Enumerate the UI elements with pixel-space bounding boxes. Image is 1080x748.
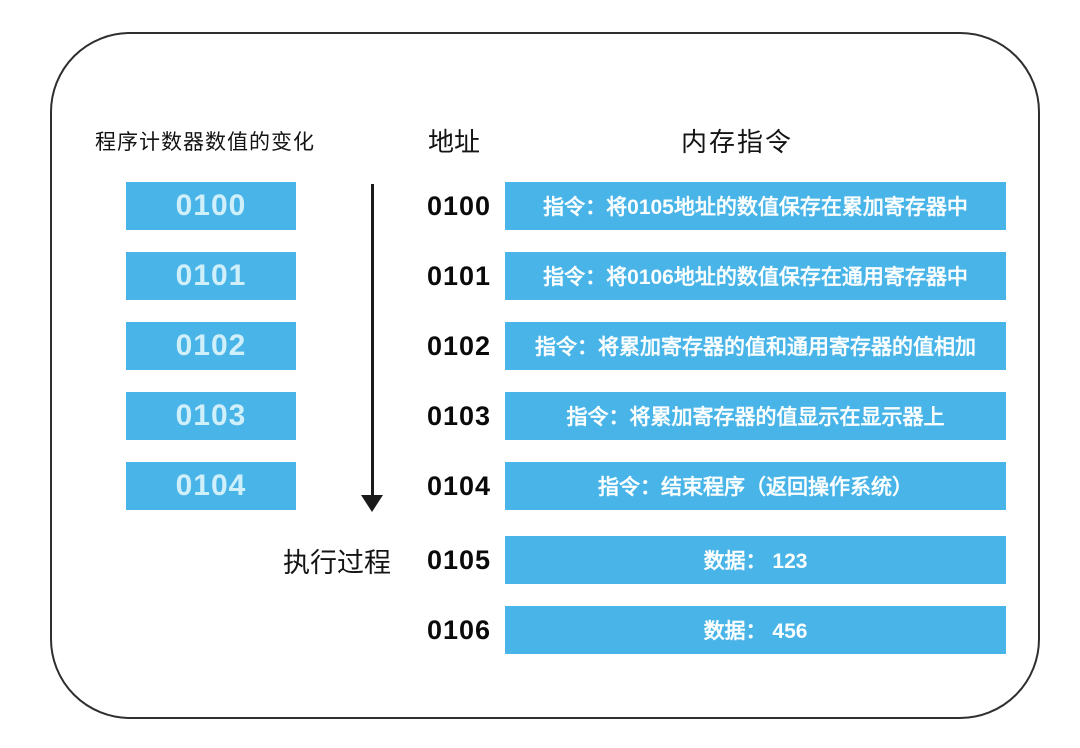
arrow-down-icon [361,495,383,512]
memory-address: 0100 [427,190,492,221]
execution-process-label: 执行过程 [283,548,391,578]
program-counter-box: 0102 [126,322,296,370]
program-counter-box: 0100 [126,182,296,230]
rounded-outer-frame [50,32,1040,719]
memory-address: 0101 [427,260,492,291]
program-counter-column-header: 程序计数器数值的变化 [95,131,315,154]
program-counter-box: 0104 [126,462,296,510]
memory-address: 0103 [427,400,492,431]
memory-data-bar: 数据： 456 [505,606,1006,654]
memory-instruction-bar: 指令：将0106地址的数值保存在通用寄存器中 [505,252,1006,300]
memory-data-bar: 数据： 123 [505,536,1006,584]
memory-address: 0102 [427,330,492,361]
program-counter-box: 0101 [126,252,296,300]
memory-instruction-column-header: 内存指令 [681,127,794,157]
memory-instruction-bar: 指令：将累加寄存器的值显示在显示器上 [505,392,1006,440]
memory-instruction-bar: 指令：结束程序（返回操作系统） [505,462,1006,510]
memory-address: 0106 [427,614,492,645]
memory-address: 0105 [427,544,492,575]
memory-instruction-bar: 指令：将0105地址的数值保存在累加寄存器中 [505,182,1006,230]
address-column-header: 地址 [428,127,481,157]
memory-instruction-bar: 指令：将累加寄存器的值和通用寄存器的值相加 [505,322,1006,370]
program-counter-box: 0103 [126,392,296,440]
execution-flow-arrow-line [371,184,374,496]
memory-address: 0104 [427,470,492,501]
